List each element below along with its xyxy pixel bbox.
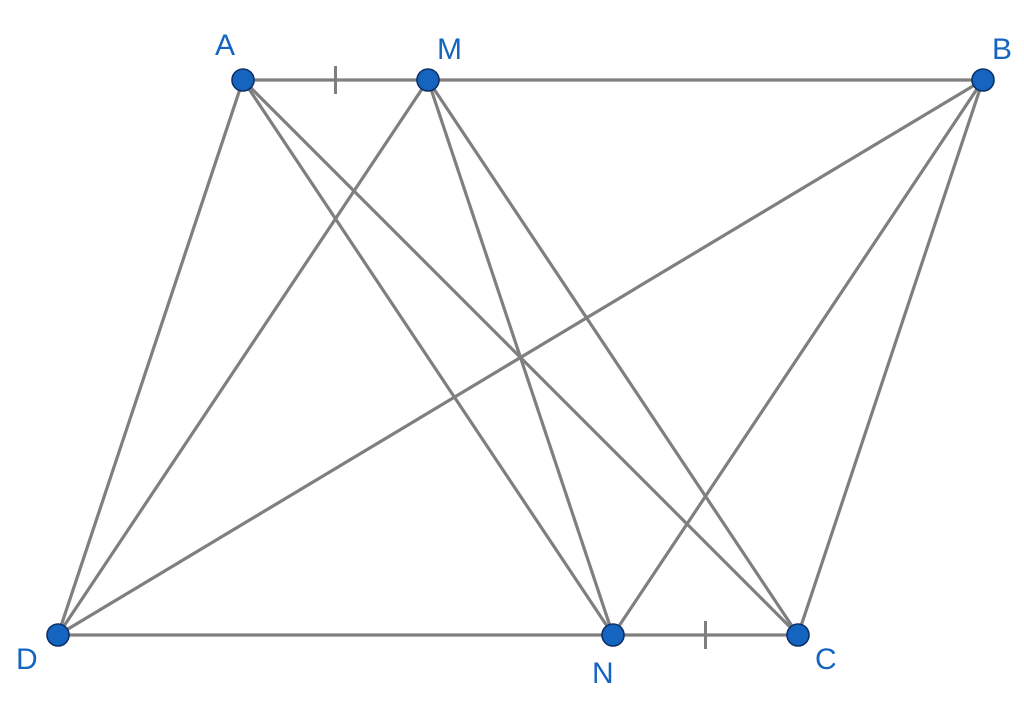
point-n xyxy=(601,623,625,647)
segment-ad xyxy=(56,78,245,637)
equal-marks-layer xyxy=(334,66,707,649)
segment-md xyxy=(56,78,430,637)
label-point-m: M xyxy=(437,33,462,66)
point-c xyxy=(786,623,810,647)
point-a xyxy=(231,68,255,92)
label-point-n: N xyxy=(592,657,614,690)
point-d xyxy=(46,623,70,647)
label-point-d: D xyxy=(16,643,38,676)
label-point-c: C xyxy=(815,643,837,676)
segment-an xyxy=(241,78,615,637)
segment-bn xyxy=(611,78,985,637)
points-layer xyxy=(46,68,995,647)
segment-bc xyxy=(796,78,985,637)
segment-bd xyxy=(56,78,985,637)
segment-mc xyxy=(426,78,800,637)
label-point-a: A xyxy=(215,29,235,62)
segments-layer xyxy=(56,78,985,637)
point-m xyxy=(416,68,440,92)
label-point-b: B xyxy=(992,33,1012,66)
labels-layer: A M B D N C xyxy=(16,29,1012,690)
point-b xyxy=(971,68,995,92)
